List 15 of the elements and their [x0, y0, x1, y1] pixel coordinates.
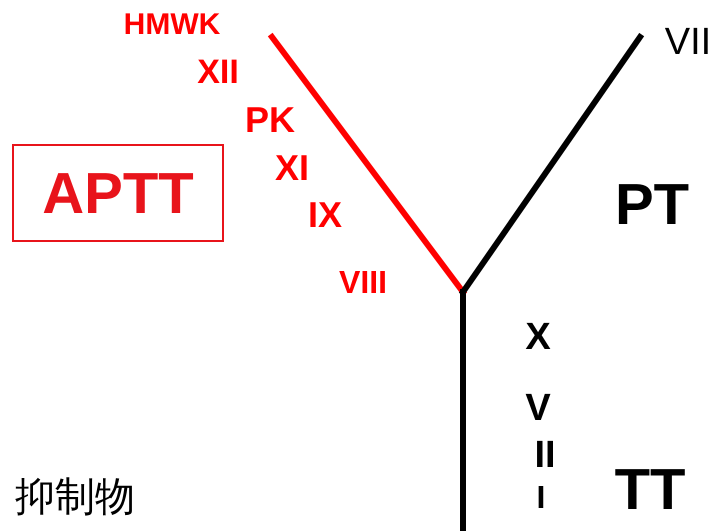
factor-label: XII: [197, 55, 239, 89]
test-name-box: APTT: [12, 144, 224, 242]
test-name-label: TT: [614, 461, 686, 519]
factor-label: X: [525, 318, 551, 356]
factor-label: PK: [245, 102, 295, 138]
factor-label: V: [525, 389, 551, 427]
factor-label: XI: [275, 150, 309, 186]
factor-label: VIII: [339, 266, 387, 298]
factor-label: VII: [664, 23, 712, 61]
factor-label: HMWK: [124, 10, 220, 40]
test-name-label: PT: [614, 176, 690, 234]
factor-label: II: [534, 436, 556, 474]
factor-label: IX: [308, 197, 342, 233]
inhibitor-label: 抑制物: [15, 477, 135, 517]
factor-label: I: [536, 481, 546, 513]
